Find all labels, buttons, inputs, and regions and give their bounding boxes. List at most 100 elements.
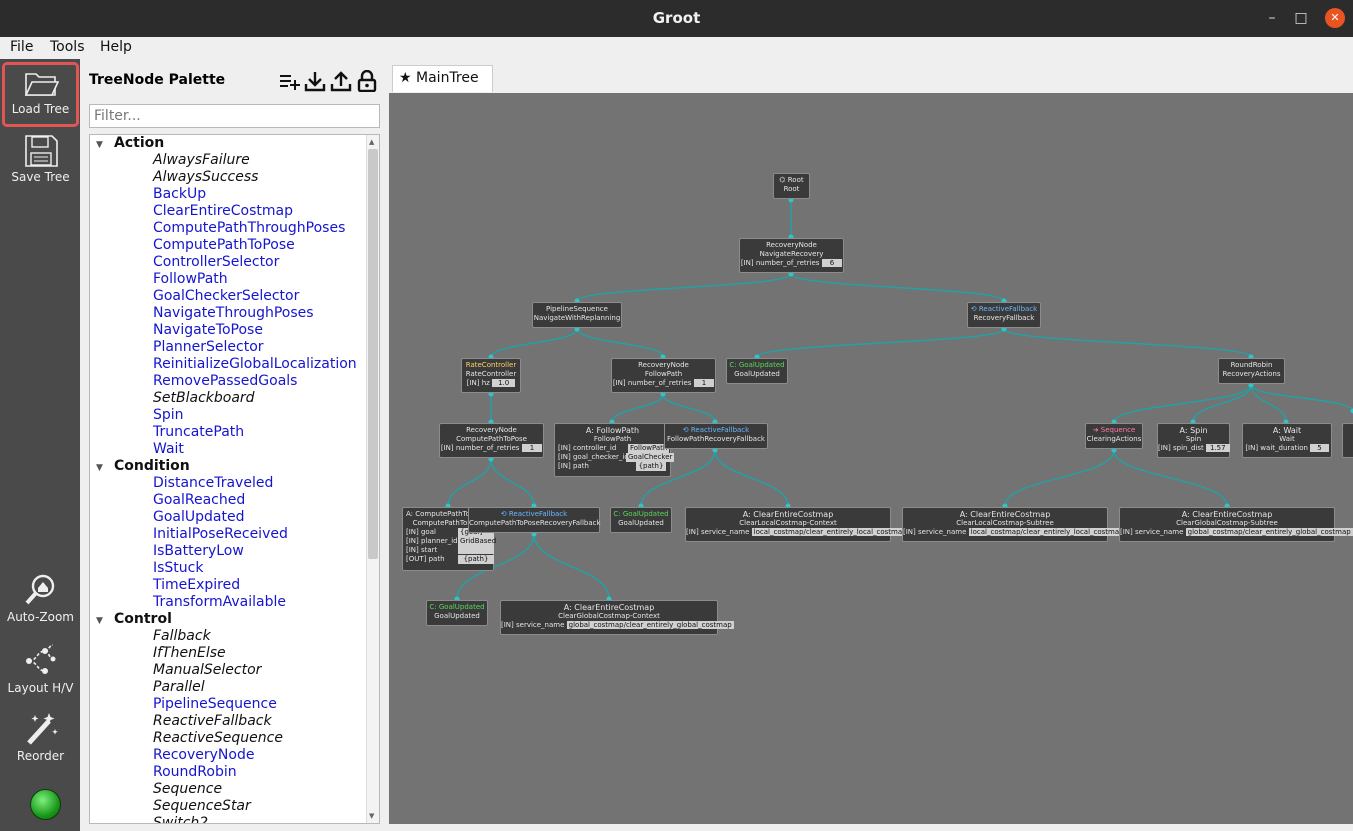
tab-label: MainTree [416,70,479,86]
collapse-arrow-icon[interactable]: ▼ [96,140,103,150]
node-navigate-recovery[interactable]: RecoveryNode NavigateRecovery [IN] numbe… [739,238,844,273]
palette-item[interactable]: ReactiveFallback [153,713,272,729]
palette-item[interactable]: GoalReached [153,492,246,508]
add-list-icon[interactable] [278,70,300,92]
palette-item[interactable]: NavigateToPose [153,322,263,338]
category-action[interactable]: ▼Action [96,135,165,151]
palette-item[interactable]: RecoveryNode [153,747,255,763]
palette-item[interactable]: Wait [153,441,184,457]
palette-item[interactable]: ComputePathThroughPoses [153,220,346,236]
auto-zoom-button[interactable]: Auto-Zoom [2,572,79,632]
node-clear-local-subtree[interactable]: A: ClearEntireCostmap ClearLocalCostmap-… [902,507,1126,542]
node-followpath-fallback[interactable]: ⟲ ReactiveFallback FollowPathRecoveryFal… [664,423,768,449]
palette-item[interactable]: TruncatePath [153,424,245,440]
node-clearing-sequence[interactable]: ➔ Sequence ClearingActions [1085,423,1143,449]
tree-edge [456,533,535,600]
node-follow-path[interactable]: A: FollowPath FollowPath [IN] controller… [554,423,675,477]
palette-item[interactable]: Fallback [153,628,211,644]
palette-item[interactable]: ControllerSelector [153,254,280,270]
tree-edge [1250,384,1287,423]
node-goal-updated-2[interactable]: C: GoalUpdated GoalUpdated [610,507,672,533]
palette-item[interactable]: Switch2 [153,815,209,824]
node-followpath-recovery[interactable]: RecoveryNode FollowPath [IN] number_of_r… [611,358,716,393]
node-computepath-fallback[interactable]: ⟲ ReactiveFallback ComputePathToPoseReco… [468,507,601,533]
palette-item[interactable]: Sequence [153,781,223,797]
tree-edge [1113,384,1252,423]
tab-maintree[interactable]: ★ MainTree [392,65,493,92]
palette-item[interactable]: ComputePathToPose [153,237,295,253]
palette-item[interactable]: NavigateThroughPoses [153,305,314,321]
palette-item[interactable]: ManualSelector [153,662,262,678]
save-tree-button[interactable]: Save Tree [2,134,79,194]
node-rate-controller[interactable]: RateController RateController [IN] hz 1.… [461,358,521,393]
palette-item[interactable]: AlwaysFailure [153,152,250,168]
palette-item[interactable]: Parallel [153,679,205,695]
menu-bar: File Tools Help [0,37,1353,59]
tree-canvas[interactable]: ⌬ Root Root RecoveryNode NavigateRecover… [389,93,1353,824]
palette-item[interactable]: InitialPoseReceived [153,526,288,542]
menu-tools[interactable]: Tools [50,39,85,55]
title-bar: Groot – □ ✕ [0,0,1353,37]
scrollbar-thumb[interactable] [368,149,378,559]
palette-item[interactable]: AlwaysSuccess [153,169,259,185]
palette-item[interactable]: IfThenElse [153,645,226,661]
palette-item[interactable]: DistanceTraveled [153,475,274,491]
category-condition[interactable]: ▼Condition [96,458,190,474]
palette-item[interactable]: Spin [153,407,184,423]
category-control[interactable]: ▼Control [96,611,172,627]
palette-item[interactable]: ReactiveSequence [153,730,283,746]
tree-edge [1250,384,1353,412]
scroll-up-icon[interactable]: ▲ [369,138,375,146]
palette-item[interactable]: PipelineSequence [153,696,277,712]
node-clear-global-context[interactable]: A: ClearEntireCostmap ClearGlobalCostmap… [500,600,734,635]
palette-item[interactable]: GoalUpdated [153,509,245,525]
palette-item[interactable]: PlannerSelector [153,339,264,355]
scroll-down-icon[interactable]: ▼ [369,812,375,820]
minimize-button[interactable]: – [1268,10,1276,26]
palette-item[interactable]: RoundRobin [153,764,237,780]
palette-item[interactable]: BackUp [153,186,207,202]
palette-item[interactable]: GoalCheckerSelector [153,288,300,304]
node-computepath-recovery[interactable]: RecoveryNode ComputePathToPose [IN] numb… [439,423,544,458]
palette-tree[interactable]: ▼Action ▼Condition ▼Control AlwaysFailur… [89,134,380,824]
node-clear-local-context[interactable]: A: ClearEntireCostmap ClearLocalCostmap-… [685,507,909,542]
palette-item[interactable]: IsStuck [153,560,204,576]
node-clear-global-subtree[interactable]: A: ClearEntireCostmap ClearGlobalCostmap… [1119,507,1353,542]
palette-item[interactable]: TimeExpired [153,577,241,593]
layout-button[interactable]: Layout H/V [2,643,79,703]
node-pipeline-sequence[interactable]: PipelineSequence NavigateWithReplanning [532,302,622,328]
node-goal-updated-3[interactable]: C: GoalUpdated GoalUpdated [426,600,488,626]
palette-item[interactable]: SetBlackboard [153,390,255,406]
zoom-icon [25,574,54,605]
node-root[interactable]: ⌬ Root Root [773,173,810,199]
palette-item[interactable]: ReinitializeGlobalLocalization [153,356,357,372]
palette-item[interactable]: TransformAvailable [153,594,287,610]
node-round-robin[interactable]: RoundRobin RecoveryActions [1218,358,1285,384]
magic-wand-icon [26,713,58,745]
menu-help[interactable]: Help [100,39,132,55]
node-spin[interactable]: A: Spin Spin [IN] spin_dist 1.57 [1157,423,1230,458]
close-button[interactable]: ✕ [1325,8,1345,28]
upload-icon[interactable] [330,70,352,92]
palette-item[interactable]: IsBatteryLow [153,543,244,559]
download-icon[interactable] [304,70,326,92]
collapse-arrow-icon[interactable]: ▼ [96,463,103,473]
collapse-arrow-icon[interactable]: ▼ [96,616,103,626]
maximize-button[interactable]: □ [1294,10,1308,26]
reorder-button[interactable]: Reorder [2,711,79,771]
lock-icon[interactable] [356,70,378,92]
palette-item[interactable]: FollowPath [153,271,228,287]
menu-file[interactable]: File [10,39,34,55]
filter-input[interactable] [89,104,380,128]
load-tree-button[interactable]: Load Tree [2,62,79,127]
palette-item[interactable]: SequenceStar [153,798,251,814]
port-dot [1350,408,1353,414]
tree-edge [714,449,789,507]
palette-scrollbar[interactable]: ▲ ▼ [366,135,379,823]
palette-item[interactable]: ClearEntireCostmap [153,203,293,219]
node-goal-updated-1[interactable]: C: GoalUpdated GoalUpdated [726,358,788,384]
node-wait[interactable]: A: Wait Wait [IN] wait_duration 5 [1242,423,1332,458]
node-recovery-fallback[interactable]: ⟲ ReactiveFallback RecoveryFallback [967,302,1041,328]
palette-item[interactable]: RemovePassedGoals [153,373,298,389]
node-offscreen[interactable] [1342,423,1353,458]
